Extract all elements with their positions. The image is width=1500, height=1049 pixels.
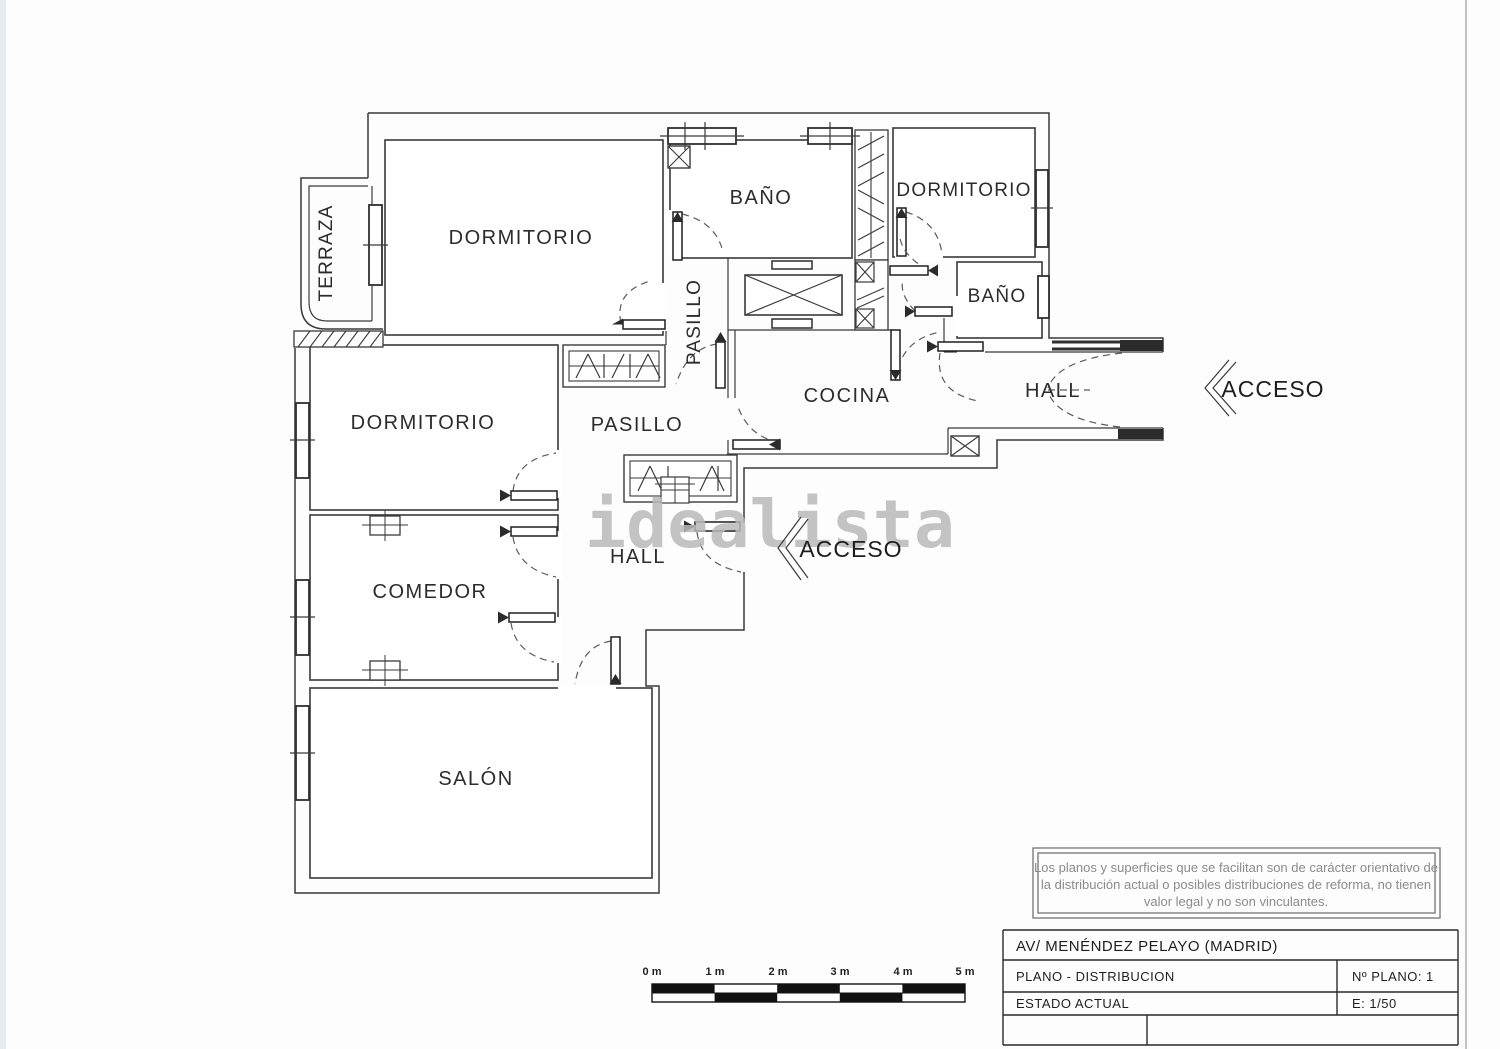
scale-tick-0: 0 m	[643, 966, 662, 978]
window-dormitorio-right	[1031, 169, 1053, 248]
room-label-dormitorio-left: DORMITORIO	[351, 412, 496, 434]
disclaimer-box: Los planos y superficies que se facilita…	[1032, 847, 1441, 919]
room-label-dormitorio-top-left: DORMITORIO	[449, 227, 594, 249]
title-plan-type: PLANO - DISTRIBUCION	[1016, 969, 1175, 984]
room-labels: TERRAZA DORMITORIO BAÑO DORMITORIO BAÑO …	[316, 180, 1081, 790]
acceso-left-marker: ACCESO	[777, 516, 902, 581]
scale-tick-1: 1 m	[706, 966, 725, 978]
window-bano-right	[1037, 275, 1050, 319]
window-top-2	[800, 122, 860, 150]
room-label-terraza: TERRAZA	[316, 204, 337, 301]
window-top-1	[660, 122, 744, 150]
window-left-2	[290, 579, 315, 656]
room-label-cocina: COCINA	[804, 385, 891, 407]
scale-tick-5: 5 m	[956, 966, 975, 978]
closet-hatching	[293, 129, 889, 504]
windows	[290, 122, 1122, 801]
room-label-hall-left: HALL	[610, 546, 666, 568]
disclaimer-line-2: la distribución actual o posibles distri…	[1041, 877, 1431, 892]
title-address: AV/ MENÉNDEZ PELAYO (MADRID)	[1016, 938, 1278, 955]
scale-bar: 0 m 1 m 2 m 3 m 4 m 5 m	[643, 966, 975, 1003]
disclaimer-line-3: valor legal y no son vinculantes.	[1144, 894, 1328, 909]
scale-tick-3: 3 m	[831, 966, 850, 978]
walls	[294, 112, 1164, 894]
room-label-hall-right: HALL	[1025, 380, 1081, 402]
room-label-dormitorio-top-right: DORMITORIO	[896, 180, 1031, 201]
title-state: ESTADO ACTUAL	[1016, 996, 1129, 1011]
scale-tick-4: 4 m	[894, 966, 913, 978]
radiators	[362, 510, 408, 686]
window-left-1	[290, 402, 315, 479]
idealista-watermark: idealista	[585, 486, 955, 563]
room-label-salon: SALÓN	[438, 767, 513, 790]
title-block: AV/ MENÉNDEZ PELAYO (MADRID) PLANO - DIS…	[1002, 929, 1459, 1046]
title-plan-number: Nº PLANO: 1	[1352, 969, 1434, 984]
acceso-right-label: ACCESO	[1221, 376, 1324, 402]
window-terraza	[363, 204, 388, 286]
sheet-left-edge	[0, 0, 6, 1049]
scale-tick-2: 2 m	[769, 966, 788, 978]
room-label-bano-right: BAÑO	[968, 285, 1027, 307]
disclaimer-line-1: Los planos y superficies que se facilita…	[1034, 860, 1438, 875]
elevator-shaft	[667, 145, 980, 457]
room-label-comedor: COMEDOR	[373, 581, 488, 603]
door-openings	[555, 210, 961, 692]
acceso-right-marker: ACCESO	[1204, 359, 1324, 417]
room-label-pasillo-vertical: PASILLO	[684, 279, 705, 365]
room-label-pasillo-left: PASILLO	[591, 414, 683, 436]
room-label-bano-top: BAÑO	[730, 185, 793, 209]
window-left-3	[290, 705, 315, 801]
doors	[498, 207, 1163, 685]
window-hall-entry	[1052, 340, 1122, 351]
acceso-left-label: ACCESO	[799, 536, 902, 562]
title-scale: E: 1/50	[1352, 996, 1397, 1011]
